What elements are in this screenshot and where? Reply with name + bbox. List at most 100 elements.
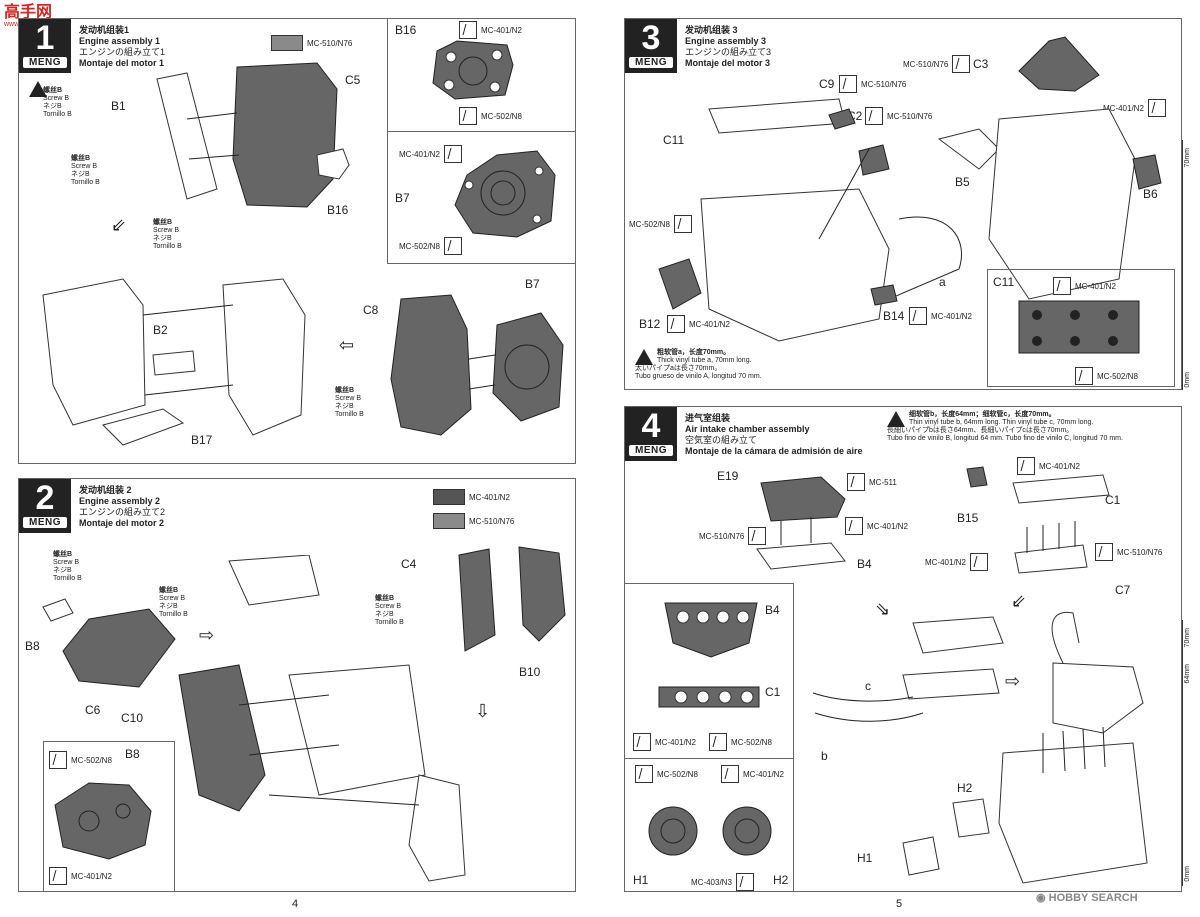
screw-es: Tornillo B — [53, 575, 82, 582]
step3-note: 粗软管a，长度70mm。 Thick vinyl tube a, 70mm lo… — [635, 349, 762, 381]
step4-inset2-paint-c: MC-403/N3 — [691, 873, 754, 891]
paint-icon — [443, 237, 462, 255]
screw-zh: 螺丝B — [153, 219, 173, 226]
meng-logo: MENG — [23, 517, 67, 528]
paint-code: MC-401/N2 — [925, 557, 966, 567]
paint-code: MC-510/N76 — [861, 79, 907, 89]
watermark-title: 高手网 — [4, 4, 53, 21]
paint-code: MC-401/N2 — [867, 521, 908, 531]
step1-inset-label-b16: B16 — [395, 23, 417, 37]
screw-zh: 螺丝B — [375, 595, 395, 602]
paint-icon — [969, 553, 988, 571]
paint-code: MC-401/N2 — [469, 492, 510, 502]
step4-inset2 — [625, 757, 794, 891]
step1-panel: 1 MENG 发动机组装1 Engine assembly 1 エンジンの組み立… — [18, 18, 576, 464]
screw-zh: 螺丝B — [159, 587, 179, 594]
step4-label-c7: C7 — [1115, 583, 1131, 597]
throttle-body-drawing — [966, 466, 1110, 574]
step4-label-c: c — [865, 679, 871, 693]
paint-code: MC-502/N8 — [399, 241, 440, 251]
screw-en: Screw B — [159, 595, 186, 602]
note-ja: 太いパイプaは長さ70mm。 — [635, 365, 722, 372]
screw-ja: ネジB — [335, 403, 354, 410]
paint-icon — [721, 765, 739, 783]
arrow-right-icon: ⇨ — [1005, 671, 1021, 691]
screw-ja: ネジB — [71, 171, 90, 178]
paint-code: MC-510/N76 — [903, 59, 949, 69]
engine-block-c5 — [156, 62, 338, 208]
b16-small-part — [316, 148, 350, 180]
paint-code: MC-510/N76 — [887, 111, 933, 121]
screw-zh: 螺丝B — [335, 387, 355, 394]
step3-ruler-top: 70mm — [1184, 148, 1191, 168]
step1-inset-paint-a: MC-401/N2 — [459, 21, 522, 39]
credit-logo: ◉ HOBBY SEARCH — [1036, 891, 1138, 904]
step1-label-b16: B16 — [327, 203, 349, 217]
b7-part-drawing — [454, 150, 556, 238]
screw-ja: ネジB — [53, 567, 72, 574]
paint-icon — [865, 107, 883, 125]
step4-label-b: b — [821, 749, 828, 763]
warning-icon — [635, 349, 653, 365]
arrow-left-icon: ⇦ — [339, 335, 355, 355]
paint-code: MC-403/N3 — [691, 877, 732, 887]
screw-ja: ネジB — [159, 603, 178, 610]
step1-inset-paint-b: MC-502/N8 — [459, 107, 522, 125]
step4-ruler-bottom: 0mm — [1184, 866, 1191, 882]
paint-swatch — [433, 513, 465, 529]
step4-paint-e19-r: MC-401/N2 — [845, 517, 908, 535]
step4-label-b4: B4 — [857, 557, 872, 571]
screw-en: Screw B — [335, 395, 362, 402]
step4-title-es: Montaje de la cámara de admisión de aire — [685, 446, 863, 456]
step4-label-h2: H2 — [957, 781, 973, 795]
step4-label-e19: E19 — [717, 469, 739, 483]
step1-label-c5: C5 — [345, 73, 361, 87]
screw-es: Tornillo B — [43, 111, 72, 118]
step1-label-b17: B17 — [191, 433, 213, 447]
step3-label-c9: C9 — [819, 77, 835, 91]
paint-icon — [748, 527, 767, 545]
step3-paint-c3: MC-510/N76 — [903, 55, 971, 73]
step2-label-c6: C6 — [85, 703, 101, 717]
paint-code: MC-401/N2 — [689, 319, 730, 329]
step4-panel: 4 MENG 进气室组装 Air intake chamber assembly… — [624, 406, 1182, 892]
paint-icon — [635, 765, 653, 783]
step3-badge: 3 MENG — [625, 19, 677, 73]
paint-icon — [443, 145, 462, 163]
paint-code: MC-502/N8 — [1097, 371, 1138, 381]
screw-en: Screw B — [43, 95, 70, 102]
paint-code: MC-401/N2 — [1039, 461, 1080, 471]
step2-badge: 2 MENG — [19, 479, 71, 533]
screw-zh: 螺丝B — [43, 87, 63, 94]
c4-b10-drawing — [458, 546, 566, 652]
step3-label-a: a — [939, 275, 946, 289]
step4-paint-c7-r: MC-510/N76 — [1095, 543, 1162, 561]
step3-label-c3: C3 — [973, 57, 989, 71]
step1-label-b2: B2 — [153, 323, 168, 337]
credit-icon: ◉ — [1036, 892, 1049, 904]
step1-label-b1: B1 — [111, 99, 126, 113]
step4-ruler — [1182, 620, 1191, 886]
b8-part-drawing — [54, 782, 152, 860]
step4-inset1 — [625, 583, 794, 759]
screw-ja: ネジB — [43, 103, 62, 110]
step1-inset-divider — [387, 131, 575, 132]
c8-b7-drawing — [390, 294, 564, 436]
paint-swatch — [271, 35, 303, 51]
note-zh: 粗软管a，长度70mm。 — [657, 349, 731, 356]
step3-label-c11: C11 — [663, 133, 685, 147]
step2-label-b10: B10 — [519, 665, 541, 679]
step2-title-es: Montaje del motor 2 — [79, 518, 165, 528]
step3-inset-label: C11 — [993, 275, 1015, 289]
note-zh: 细软管b，长度64mm；细软管c，长度70mm。 — [909, 411, 1056, 418]
screw-ja: ネジB — [375, 611, 394, 618]
step4-title-en: Air intake chamber assembly — [685, 424, 810, 434]
paint-swatch — [433, 489, 465, 505]
paint-icon — [49, 751, 67, 769]
step1-label-b7: B7 — [525, 277, 540, 291]
step4-paint-e19: MC-511 — [847, 473, 897, 491]
